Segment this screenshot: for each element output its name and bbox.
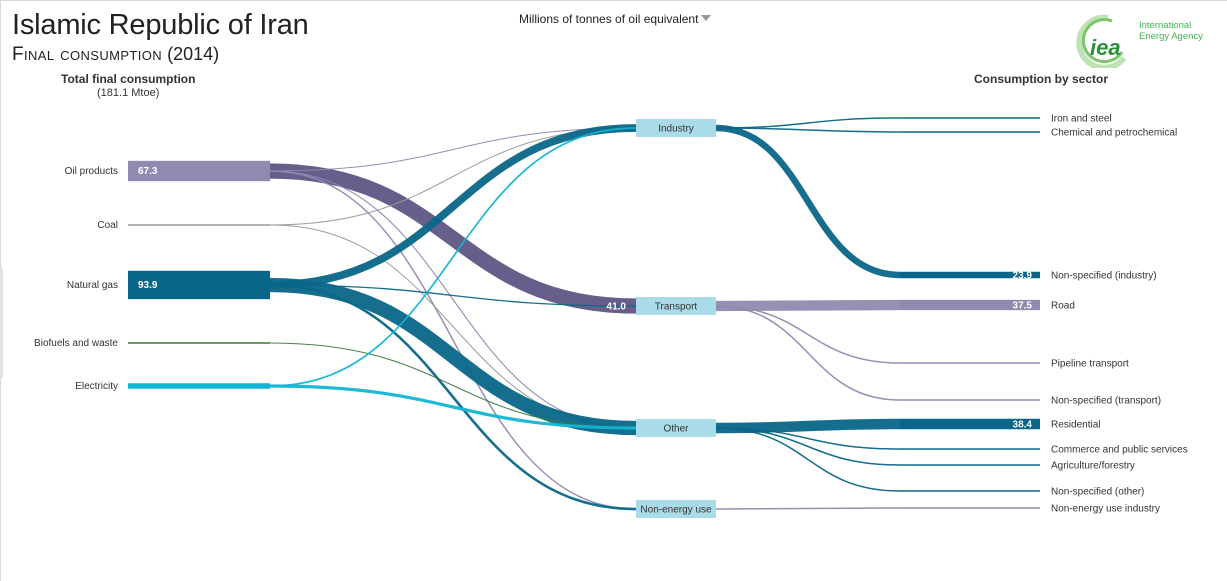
hub-label-industry: Industry	[658, 124, 694, 135]
sector-label-non-specified-other: Non-specified (other)	[1051, 487, 1144, 498]
page-subtitle: Final consumption (2014)	[12, 44, 219, 66]
flow-non-energy-use-to-non-energy-use-industry	[715, 507, 901, 510]
iea-logo-icon: iea	[1076, 14, 1127, 68]
source-node-electricity	[128, 383, 270, 389]
left-scroll-edge	[0, 268, 3, 378]
sector-label-non-specified-transport: Non-specified (transport)	[1051, 396, 1161, 407]
flow-other-to-agriculture-forestry	[715, 427, 901, 466]
hub-node-non-energy-use	[636, 500, 716, 518]
sector-label-chemical-and-petrochemical: Chemical and petrochemical	[1051, 128, 1177, 139]
flow-transport-to-pipeline-transport	[715, 305, 901, 364]
hub-node-other	[636, 419, 716, 437]
source-label-natural-gas: Natural gas	[67, 280, 118, 291]
hub-label-transport: Transport	[655, 302, 698, 313]
source-node-coal	[128, 224, 270, 226]
source-value-oil-products: 67.3	[138, 166, 158, 177]
sector-label-non-energy-use-industry: Non-energy use industry	[1051, 504, 1160, 515]
sector-label-road: Road	[1051, 301, 1075, 312]
subtitle-main: Final consumption	[12, 44, 163, 65]
flow-natural-gas-to-transport	[269, 284, 637, 307]
source-label-electricity: Electricity	[75, 381, 118, 392]
source-label-oil-products: Oil products	[65, 166, 118, 177]
sector-value-road: 37.5	[1013, 301, 1033, 312]
sector-label-non-specified-industry: Non-specified (industry)	[1051, 271, 1157, 282]
logo-line-2: Energy Agency	[1139, 31, 1203, 42]
flow-industry-to-iron-and-steel	[715, 117, 901, 129]
left-column-subtitle: (181.1 Mtoe)	[97, 87, 160, 99]
hub-node-transport	[636, 297, 716, 315]
hub-node-industry	[636, 119, 716, 137]
source-node-biofuels-and-waste	[128, 342, 270, 344]
source-node-oil-products	[128, 160, 270, 182]
flow-natural-gas-to-other	[269, 277, 637, 436]
flow-other-to-residential	[715, 418, 901, 434]
hub-value-transport: 41.0	[607, 302, 627, 313]
flow-electricity-to-industry	[269, 127, 637, 387]
source-label-biofuels-and-waste: Biofuels and waste	[34, 338, 118, 349]
sector-label-pipeline-transport: Pipeline transport	[1051, 359, 1129, 370]
flow-biofuels-and-waste-to-other	[269, 342, 637, 429]
sankey-nodes	[128, 119, 716, 518]
flow-other-to-non-specified-other	[715, 427, 901, 492]
flow-oil-products-to-transport	[269, 163, 637, 314]
flow-natural-gas-to-industry	[269, 124, 637, 289]
flow-oil-products-to-industry	[269, 127, 637, 172]
chevron-down-icon	[701, 15, 712, 21]
hub-label-non-energy-use: Non-energy use	[640, 505, 712, 516]
sector-value-non-specified-industry: 23.9	[1013, 271, 1033, 282]
source-node-natural-gas	[128, 270, 270, 300]
logo-line-1: International	[1139, 20, 1192, 31]
subtitle-year: (2014)	[167, 44, 220, 64]
sector-label-commerce-and-public-services: Commerce and public services	[1051, 445, 1188, 456]
right-column-title: Consumption by sector	[974, 72, 1109, 86]
sector-label-residential: Residential	[1051, 420, 1100, 431]
unit-dropdown-label: Millions of tonnes of oil equivalent	[519, 12, 699, 26]
sankey-flows	[269, 117, 1040, 511]
left-column-title: Total final consumption	[61, 72, 196, 86]
flow-industry-to-non-specified-industry	[715, 124, 901, 279]
hub-label-other: Other	[663, 424, 689, 435]
sector-label-agriculture-forestry: Agriculture/forestry	[1051, 461, 1135, 472]
sector-value-residential: 38.4	[1013, 420, 1033, 431]
page-title: Islamic Republic of Iran	[12, 9, 309, 41]
flow-industry-to-chemical-and-petrochemical	[715, 127, 901, 133]
flow-natural-gas-to-non-energy-use	[269, 283, 637, 511]
logo-mark: iea	[1090, 35, 1121, 60]
source-label-coal: Coal	[97, 220, 118, 231]
flow-transport-to-road	[715, 299, 901, 312]
sector-label-iron-and-steel: Iron and steel	[1051, 114, 1112, 125]
unit-dropdown[interactable]: Millions of tonnes of oil equivalent	[519, 12, 712, 26]
flow-oil-products-to-non-energy-use	[269, 170, 637, 510]
flow-electricity-to-other	[269, 384, 637, 430]
source-value-natural-gas: 93.9	[138, 280, 158, 291]
iea-logo-text: International Energy Agency	[1139, 20, 1203, 42]
flow-transport-to-non-specified-transport	[715, 305, 901, 401]
